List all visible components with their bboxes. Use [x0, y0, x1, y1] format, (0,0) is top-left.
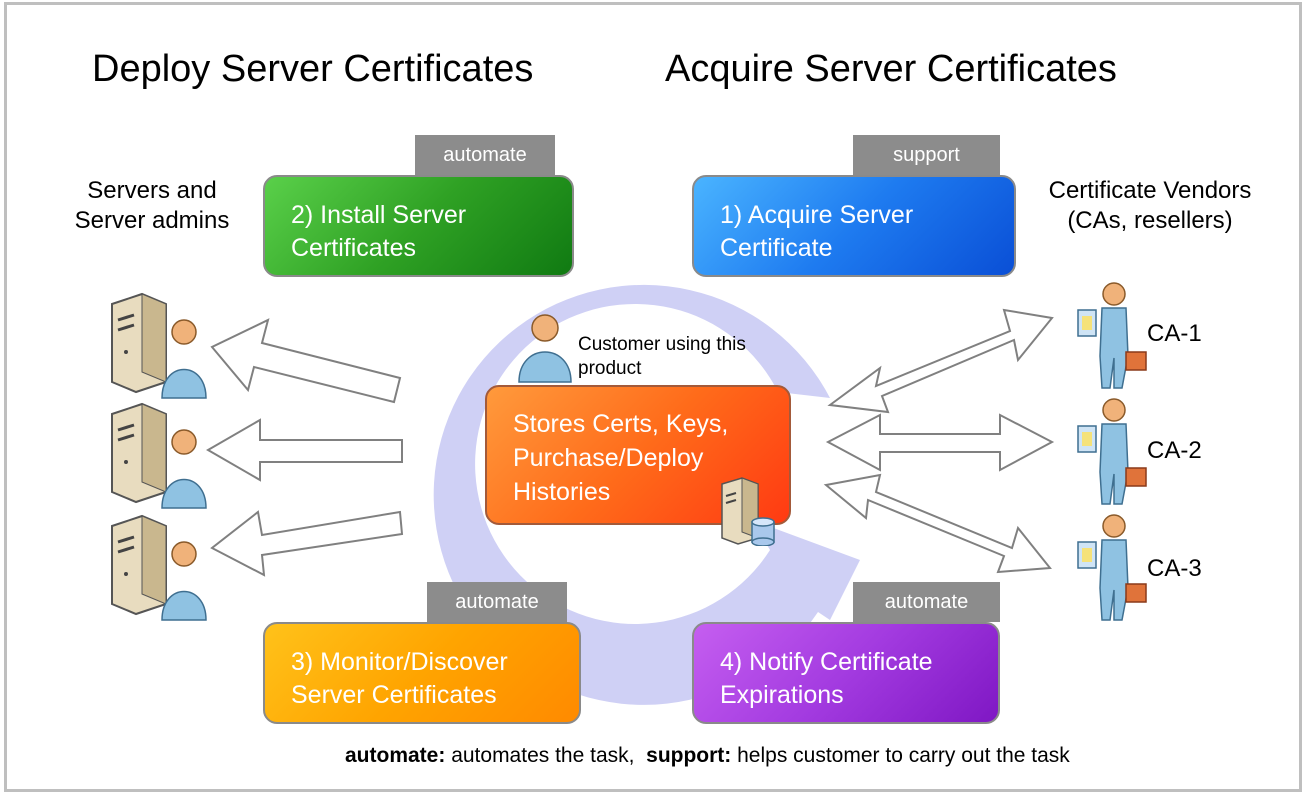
notify-line-1: 4) Notify Certificate — [720, 648, 933, 676]
install-box: 2) Install Server Certificates — [263, 175, 574, 277]
ca-vendor-person-icon — [1077, 282, 1147, 389]
hollow-arrow-icon — [827, 308, 1054, 414]
vendors-label: Certificate Vendors (CAs, resellers) — [1030, 176, 1270, 236]
server-admin-icon — [111, 514, 207, 621]
notify-line-2: Expirations — [720, 681, 844, 709]
tag-notify: automate — [853, 582, 1000, 622]
acquire-title: Acquire Server Certificates — [665, 48, 1117, 90]
legend-support-key: support: — [646, 744, 732, 767]
vendors-label-line-1: Certificate Vendors — [1048, 177, 1252, 204]
server-admin-icon — [111, 292, 207, 399]
legend-support-text: helps customer to carry out the task — [731, 744, 1070, 767]
hollow-arrow-icon — [825, 413, 1055, 472]
ca-2-label: CA-2 — [1147, 437, 1202, 464]
legend-automate-key: automate: — [345, 744, 446, 767]
deploy-title: Deploy Server Certificates — [92, 48, 534, 90]
legend-footer: automate: automates the task, support: h… — [345, 744, 1070, 768]
database-server-icon — [721, 477, 775, 546]
acquire-line-2: Certificate — [720, 234, 833, 262]
hollow-arrow-icon — [210, 318, 402, 404]
customer-person-icon — [518, 314, 572, 383]
diagram-frame — [4, 2, 1302, 792]
vendors-label-line-2: (CAs, resellers) — [1067, 207, 1233, 234]
servers-label-line-2: Server admins — [74, 207, 230, 234]
ca-1-label: CA-1 — [1147, 320, 1202, 347]
servers-label-line-1: Servers and — [87, 177, 217, 204]
hollow-arrow-icon — [823, 473, 1052, 574]
monitor-box: 3) Monitor/Discover Server Certificates — [263, 622, 581, 724]
ca-vendor-person-icon — [1077, 514, 1147, 621]
ca-vendor-person-icon — [1077, 398, 1147, 505]
tag-acquire: support — [853, 135, 1000, 175]
tag-install: automate — [415, 135, 555, 175]
install-line-1: 2) Install Server — [291, 201, 467, 229]
acquire-line-1: 1) Acquire Server — [720, 201, 914, 229]
center-line-3: Histories — [513, 478, 611, 506]
ca-3-label: CA-3 — [1147, 555, 1202, 582]
install-line-2: Certificates — [291, 234, 417, 262]
legend-automate-text: automates the task, — [445, 744, 647, 767]
customer-label: Customer using this product — [578, 333, 746, 381]
center-line-2: Purchase/Deploy — [513, 444, 704, 472]
servers-label: Servers and Server admins — [52, 176, 252, 236]
center-line-1: Stores Certs, Keys, — [513, 410, 729, 438]
acquire-box: 1) Acquire Server Certificate — [692, 175, 1016, 277]
monitor-line-1: 3) Monitor/Discover — [291, 648, 508, 676]
notify-box: 4) Notify Certificate Expirations — [692, 622, 1000, 724]
customer-label-line-1: Customer using this — [578, 334, 746, 355]
hollow-arrow-icon — [210, 510, 404, 577]
server-admin-icon — [111, 402, 207, 509]
tag-monitor: automate — [427, 582, 567, 622]
monitor-line-2: Server Certificates — [291, 681, 497, 709]
hollow-arrow-icon — [205, 418, 403, 482]
customer-label-line-2: product — [578, 358, 642, 379]
